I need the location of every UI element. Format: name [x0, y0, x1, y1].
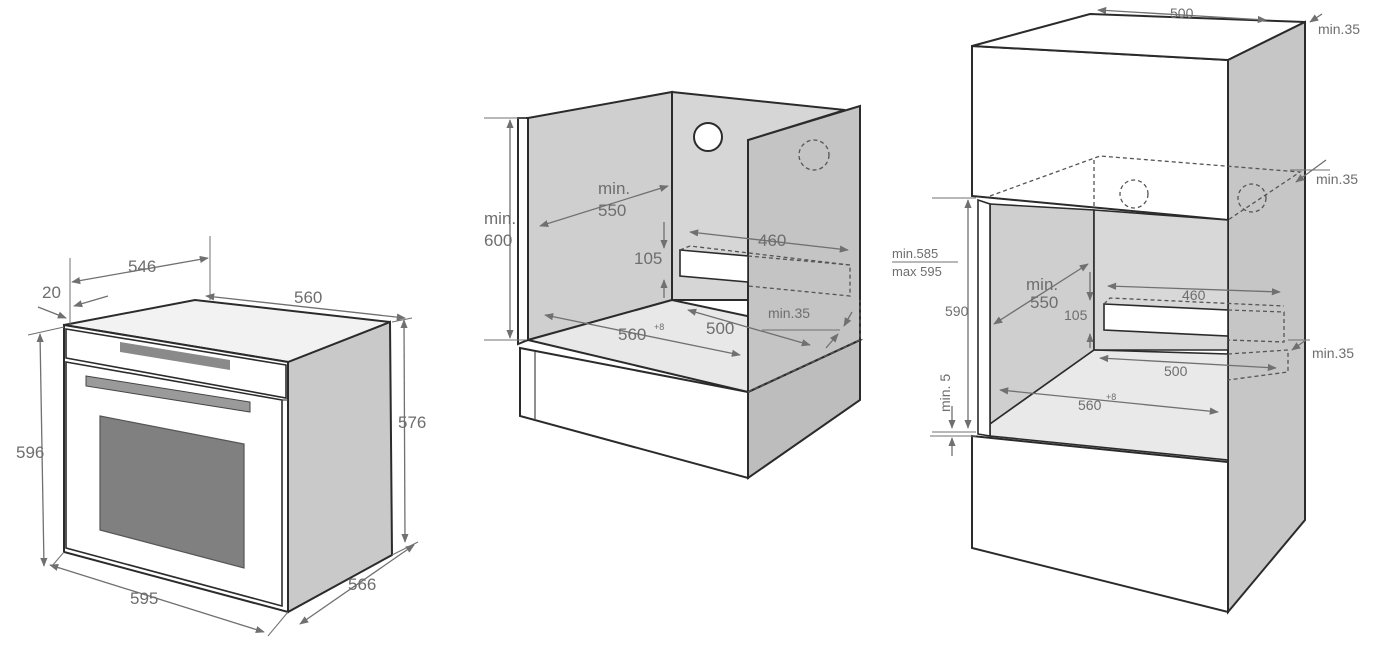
uc-left-edge: [517, 117, 529, 346]
oven-dim-566: 566: [348, 575, 376, 594]
uc-dim-460: 460: [758, 231, 786, 250]
oven-display: [120, 342, 230, 370]
uc-dim-min-600-l1: min.: [484, 209, 516, 228]
col-dim-560-tol: +8: [1106, 392, 1116, 402]
col-niche-left: [977, 198, 991, 437]
oven-dim-596: 596: [16, 443, 44, 462]
col-socket-2: [1237, 183, 1267, 213]
oven-handle: [85, 375, 251, 413]
oven-side-face: [287, 320, 394, 614]
col-dim-min35-top: min.35: [1318, 21, 1360, 37]
oven-drawing: [27, 236, 419, 637]
oven-dim-560: 560: [294, 288, 322, 307]
col-socket: [1119, 179, 1149, 209]
col-dim-105: 105: [1064, 307, 1088, 323]
oven-dim-595: 595: [130, 589, 158, 608]
col-lower-front: [971, 434, 1229, 614]
col-dim-min-550-l2: 550: [1030, 293, 1058, 312]
uc-dim-560: 560: [618, 325, 646, 344]
uc-dim-min35: min.35: [768, 305, 810, 321]
oven-dim-576: 576: [398, 413, 426, 432]
uc-dim-min-550-l1: min.: [598, 179, 630, 198]
uc-socket: [693, 122, 723, 152]
col-dim-min5: min. 5: [937, 374, 953, 412]
col-dim-min35-mid: min.35: [1316, 171, 1358, 187]
col-dim-range-l1: min.585: [892, 246, 938, 261]
uc-vent: [679, 249, 749, 283]
oven-dim-20: 20: [42, 283, 61, 302]
col-upper-front: [971, 44, 1229, 222]
oven-dim-546: 546: [128, 257, 156, 276]
col-dim-500-floor: 500: [1164, 363, 1188, 379]
col-dim-590: 590: [945, 303, 969, 319]
col-dim-460: 460: [1182, 287, 1206, 303]
column-drawing: [930, 6, 1330, 615]
uc-dim-560-tol: +8: [654, 322, 664, 332]
col-right-panel: [1227, 20, 1306, 615]
col-dim-range-l2: max 595: [892, 264, 942, 279]
uc-dim-min-550-l2: 550: [598, 201, 626, 220]
col-vent: [1103, 303, 1229, 337]
uc-dim-105: 105: [634, 249, 662, 268]
col-dim-560: 560: [1078, 397, 1102, 413]
col-dim-500-top: 500: [1170, 5, 1194, 21]
uc-dim-min-600-l2: 600: [484, 231, 512, 250]
under-counter-drawing: [484, 90, 864, 480]
col-dim-min-550-l1: min.: [1026, 275, 1058, 294]
col-dim-min35-side: min.35: [1312, 345, 1354, 361]
uc-dim-500: 500: [706, 319, 734, 338]
uc-socket-hidden: [798, 139, 830, 171]
